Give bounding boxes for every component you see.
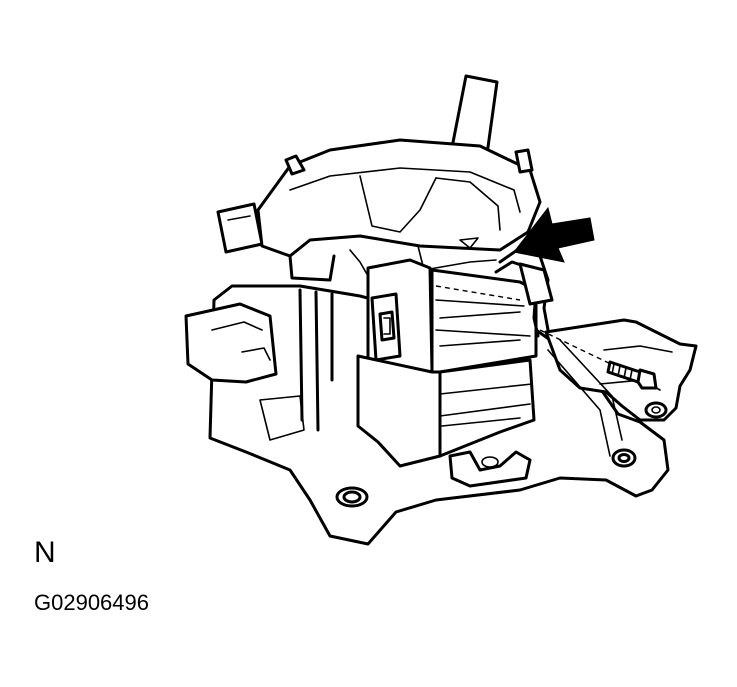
view-label: N [34,536,56,569]
indicator-arrow-icon [513,206,595,263]
shift-lock-module [356,258,538,488]
bolt-icon [606,360,658,390]
wire-harness [494,246,554,338]
shift-gate-cover [256,138,542,282]
figure-code: G02906496 [34,590,149,615]
